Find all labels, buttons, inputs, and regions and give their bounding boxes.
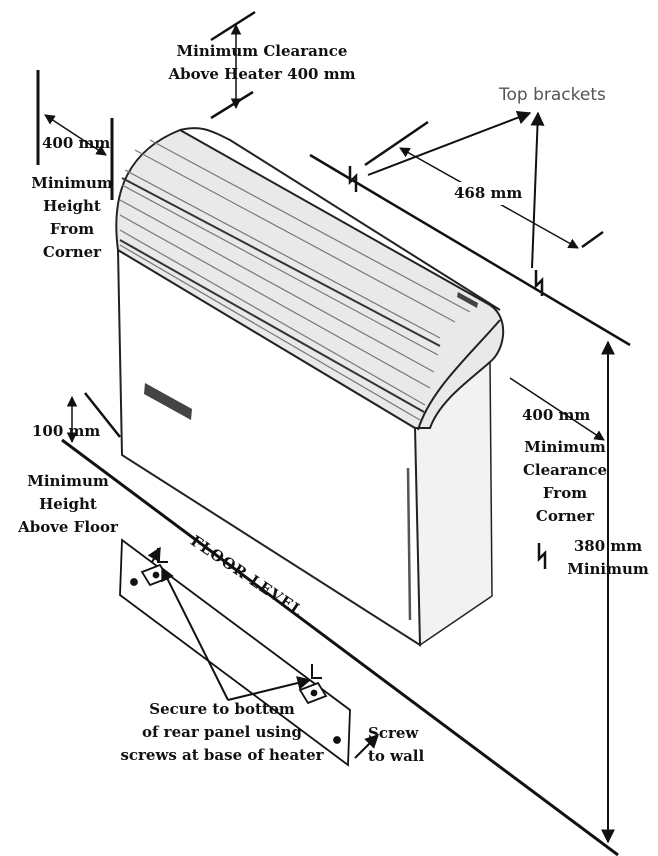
min-380-label: 380 mm Minimum — [560, 535, 656, 581]
min-height-corner-line-3: From — [49, 220, 95, 238]
secure-note-line-2: of rear panel using — [142, 723, 302, 741]
min-height-floor-line-1: Minimum — [27, 472, 109, 490]
min-height-corner-line-1: Minimum — [31, 174, 113, 192]
bracket-symbol-floor — [537, 543, 547, 569]
clearance-above-line-1: Minimum Clearance — [176, 42, 348, 60]
clearance-above-line-2: Above Heater 400 mm — [168, 65, 356, 83]
min-380-line-2: Minimum — [567, 560, 649, 578]
floor-height-dimension — [66, 392, 121, 444]
secure-note-line-3: screws at base of heater — [120, 746, 324, 764]
min-clearance-corner-label: Minimum Clearance From Corner — [505, 436, 625, 528]
min-clearance-corner-line-3: From — [542, 484, 588, 502]
min-380-line-1: 380 mm — [573, 537, 643, 555]
screw-wall-line-2: to wall — [368, 747, 425, 765]
min-height-corner-line-4: Corner — [42, 243, 102, 261]
bracket-spacing-label: 468 mm — [452, 182, 525, 205]
clearance-above-label: Minimum Clearance Above Heater 400 mm — [162, 40, 362, 86]
top-clearance-dimension — [210, 10, 256, 120]
heater-grille — [119, 139, 471, 421]
top-brackets-pointers — [367, 110, 545, 269]
secure-note-line-1: Secure to bottom — [149, 700, 295, 718]
heater-grille-divider — [119, 177, 441, 413]
min-clearance-corner-line-4: Corner — [535, 507, 595, 525]
wall-top-line — [309, 120, 631, 347]
right-400-label: 400 mm — [522, 406, 591, 424]
floor-line — [61, 438, 619, 856]
left-corner-dimension — [36, 70, 114, 200]
right-height-dimension — [509, 340, 615, 844]
heater-model-plate — [457, 292, 478, 308]
min-clearance-corner-line-2: Clearance — [522, 461, 608, 479]
bracket-symbol-left — [348, 166, 358, 192]
top-brackets-label: Top brackets — [499, 85, 606, 105]
height-100-label: 100 mm — [32, 422, 101, 440]
min-height-floor-line-2: Height — [39, 495, 97, 513]
heater-logo-plate — [144, 383, 192, 420]
screw-pointer — [354, 734, 379, 759]
corner-400-label: 400 mm — [42, 134, 111, 152]
bracket-symbol-right — [534, 270, 544, 296]
min-height-floor-label: Minimum Height Above Floor — [10, 470, 126, 539]
min-clearance-corner-line-1: Minimum — [524, 438, 606, 456]
screw-wall-line-1: Screw — [368, 724, 419, 742]
secure-note-label: Secure to bottom of rear panel using scr… — [112, 698, 332, 767]
min-height-corner-line-2: Height — [43, 197, 101, 215]
min-height-corner-label: Minimum Height From Corner — [22, 172, 122, 264]
min-height-floor-line-3: Above Floor — [18, 518, 118, 536]
secure-pointers — [147, 546, 312, 701]
heater-body — [115, 127, 505, 647]
screw-wall-label: Screw to wall — [368, 722, 424, 768]
